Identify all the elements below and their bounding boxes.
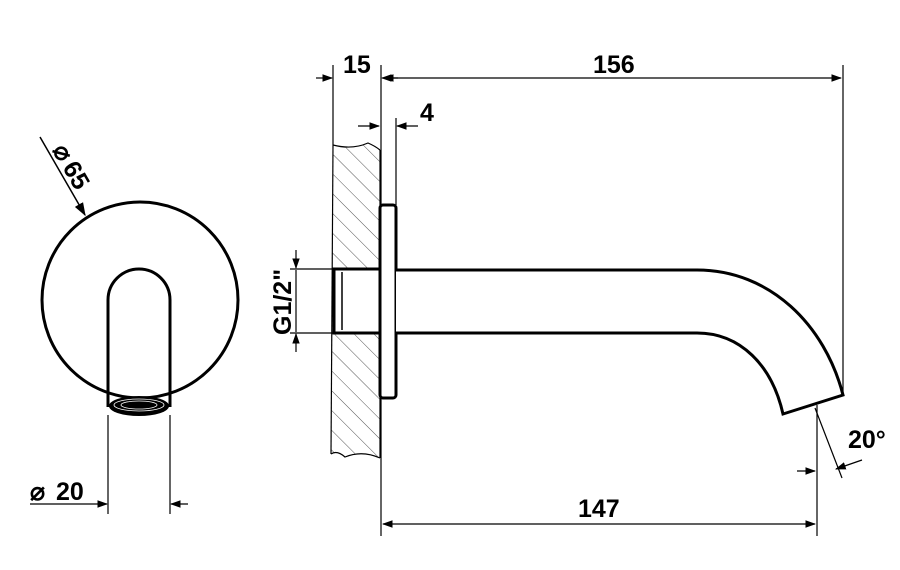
thread-connector (332, 267, 383, 335)
diameter-65-label: ⌀ 65 (47, 139, 95, 194)
spout-outlet (109, 396, 169, 416)
svg-text:65: 65 (57, 156, 95, 194)
dim-156-label: 156 (593, 51, 635, 79)
dim-4-label: 4 (420, 99, 434, 127)
flange-circle (40, 200, 240, 400)
flange-plate (378, 203, 398, 400)
side-view: 15 156 4 G1/2" 147 20° (269, 51, 886, 536)
diameter-20-symbol: ⌀ (30, 478, 45, 506)
diameter-65-leader (39, 136, 86, 217)
spout-outline (106, 267, 172, 407)
dim-15-label: 15 (343, 51, 371, 79)
diameter-20-label: 20 (56, 478, 84, 506)
dim-147-label: 147 (578, 495, 620, 523)
dim-angle-label: 20° (848, 426, 886, 454)
dim-thread-label: G1/2" (269, 269, 297, 335)
spout-body (396, 268, 845, 416)
front-view: ⌀ 65 ⌀ 20 (30, 136, 240, 514)
